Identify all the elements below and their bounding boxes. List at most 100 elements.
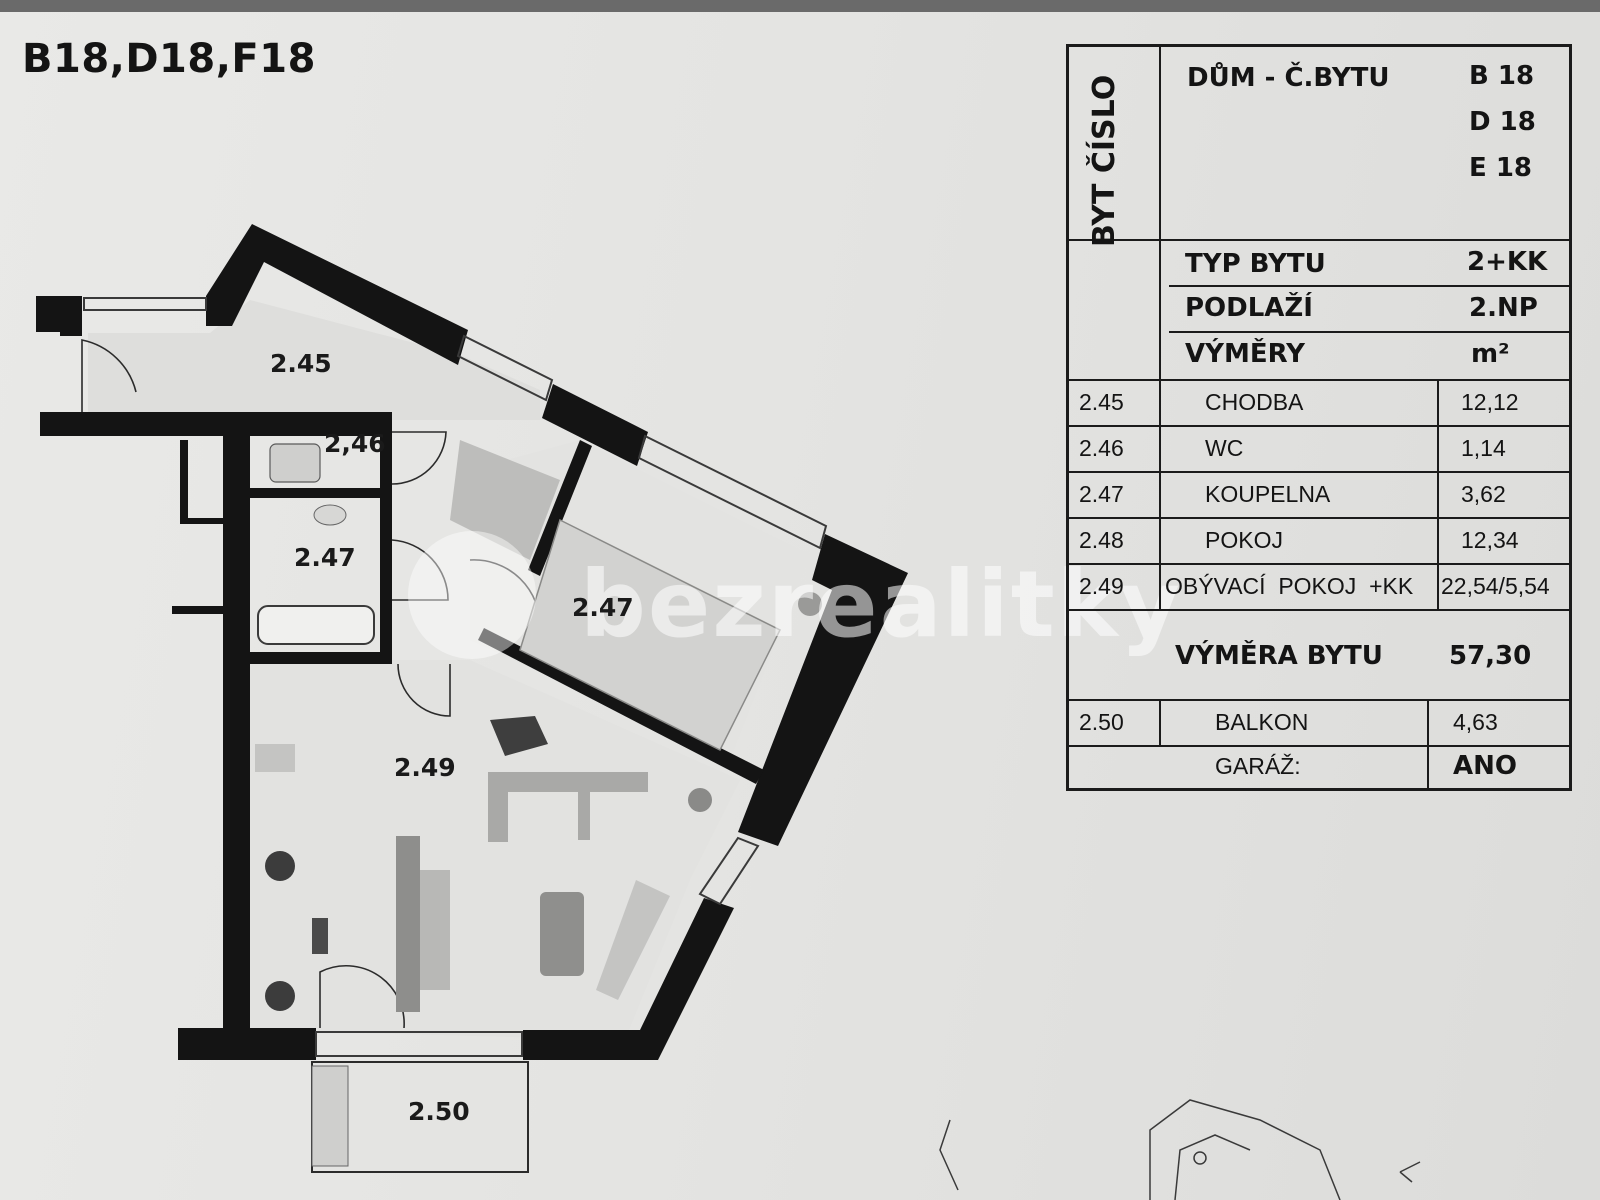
window	[456, 334, 554, 402]
door-swing	[391, 539, 449, 601]
furniture	[255, 440, 822, 1012]
balcony-planter	[311, 1065, 349, 1167]
wall-segment	[738, 534, 908, 846]
plant	[688, 788, 712, 812]
wardrobe	[450, 440, 560, 560]
balcony-code: 2.50	[1079, 709, 1124, 735]
table-divider	[1069, 609, 1569, 611]
windows	[83, 297, 828, 1057]
window	[315, 1031, 523, 1057]
wall-segment	[223, 436, 250, 1036]
room-area: 1,14	[1461, 435, 1506, 461]
watermark-text: bezrealitky	[580, 551, 1182, 658]
table-divider	[1169, 331, 1569, 333]
table-divider	[1069, 563, 1569, 565]
sofa	[396, 836, 420, 1012]
site-outline	[1174, 1134, 1251, 1200]
wall-segment	[178, 1028, 316, 1060]
room-area: 3,62	[1461, 481, 1506, 507]
armchair	[490, 716, 548, 756]
wall-segment	[380, 412, 392, 662]
dining-chair	[265, 851, 295, 881]
total-area-label: VÝMĚRA BYTU	[1175, 641, 1383, 671]
north-arrow-icon	[1399, 1161, 1421, 1183]
window	[637, 434, 828, 550]
room-code: 2.45	[1079, 389, 1124, 415]
cabinet	[255, 744, 295, 772]
wall-segment	[172, 606, 224, 614]
room-label-2-47-bedroom: 2.47	[572, 593, 634, 622]
room-area: 22,54/5,54	[1441, 573, 1550, 599]
door-swing	[397, 663, 451, 717]
wc-toilet	[269, 443, 321, 483]
wall-segment	[528, 440, 592, 576]
room-code: 2.47	[1079, 481, 1124, 507]
apartment-type-value: 2+KK	[1467, 247, 1548, 277]
kitchen-counter	[578, 790, 590, 840]
sheet-title: B18,D18,F18	[22, 36, 316, 82]
door-swing	[81, 339, 137, 412]
apartment-type-label: TYP BYTU	[1185, 249, 1326, 279]
areas-label: VÝMĚRY	[1185, 339, 1306, 369]
room-name: WC	[1205, 435, 1244, 461]
bed	[519, 518, 782, 752]
wall-segment	[478, 628, 764, 784]
house-value-b: B 18	[1469, 61, 1535, 91]
room-name: POKOJ	[1205, 527, 1283, 553]
table-divider	[1069, 379, 1569, 381]
apartment-number-label: BYT ČÍSLO	[1087, 74, 1122, 247]
area-unit: m²	[1471, 339, 1510, 369]
floor-label: PODLAŽÍ	[1185, 293, 1313, 323]
table-divider	[1159, 379, 1161, 609]
table-divider	[1069, 517, 1569, 519]
site-plan-fragment	[939, 1099, 1421, 1200]
door-swing	[391, 431, 447, 485]
garage-value: ANO	[1453, 751, 1517, 781]
table-divider	[1069, 239, 1569, 241]
site-marker	[1193, 1151, 1207, 1165]
room-code: 2.46	[1079, 435, 1124, 461]
apartment-info-table: BYT ČÍSLO DŮM - Č.BYTU B 18 D 18 E 18 TY…	[1066, 44, 1572, 791]
table-divider	[1427, 699, 1429, 791]
kitchen-counter	[488, 772, 508, 842]
total-area-value: 57,30	[1449, 641, 1532, 671]
wall-segment	[206, 224, 468, 365]
room-label-2-50: 2.50	[408, 1097, 470, 1126]
room-name: KOUPELNA	[1205, 481, 1331, 507]
top-edge-strip	[0, 0, 1600, 12]
room-labels: 2.45 2,46 2.47 2.47 2.49 2.50	[270, 349, 634, 1126]
room-label-2-47-bath: 2.47	[294, 543, 356, 572]
corridor-fill	[88, 300, 540, 420]
kitchen-counter	[488, 772, 648, 792]
wall-segment	[523, 898, 734, 1060]
walls	[36, 224, 908, 1060]
balcony	[311, 1061, 529, 1173]
sofa	[420, 870, 450, 990]
room-name: OBÝVACÍ POKOJ +KK	[1165, 573, 1414, 599]
plant	[798, 592, 822, 616]
window	[83, 297, 207, 311]
wall-segment	[542, 384, 648, 466]
sink	[313, 504, 347, 526]
room-code: 2.48	[1079, 527, 1124, 553]
watermark-key-icon	[408, 531, 536, 659]
wall-segment	[180, 518, 224, 524]
table-divider	[1159, 699, 1161, 745]
garage-label: GARÁŽ:	[1215, 753, 1301, 779]
table-divider	[1437, 379, 1439, 609]
pen-mark	[939, 1119, 959, 1191]
floor-value: 2.NP	[1469, 293, 1538, 323]
room-label-2-45: 2.45	[270, 349, 332, 378]
room-area: 12,34	[1461, 527, 1519, 553]
table-divider	[1069, 699, 1569, 701]
wall-segment	[40, 412, 390, 436]
bathtub	[257, 605, 375, 645]
table-divider	[1069, 745, 1569, 747]
wall-segment	[250, 488, 392, 498]
table-divider	[1169, 285, 1569, 287]
table-divider	[1159, 47, 1161, 379]
room-name: CHODBA	[1205, 389, 1304, 415]
window	[698, 836, 760, 906]
wall-segment	[250, 652, 392, 664]
